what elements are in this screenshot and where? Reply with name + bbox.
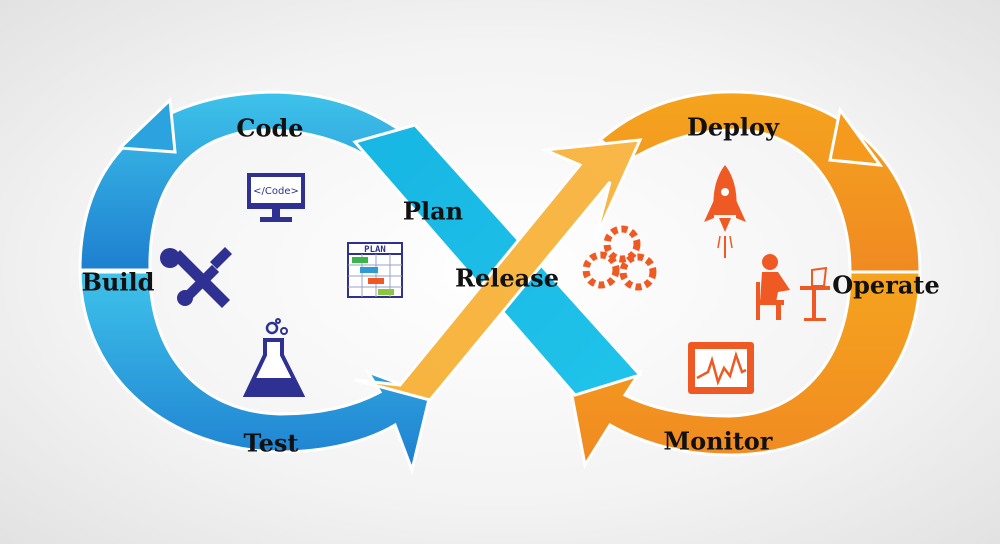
stage-label-monitor: Monitor [663,426,773,456]
right-loop [568,90,922,470]
gears-icon [582,225,657,291]
operator-desk-icon [756,254,830,321]
release-band [354,138,643,402]
stage-label-release: Release [455,263,559,293]
arc-test [78,270,432,476]
stage-label-build: Build [81,267,155,297]
plan-board-icon: PLAN [347,242,403,298]
code-monitor-icon: </Code> [247,173,305,222]
rocket-icon [704,165,746,258]
build-tools-icon [160,247,232,308]
test-flask-icon [242,318,306,397]
arc-monitor [568,270,922,470]
arc-operate-arrowhead [828,106,884,167]
stage-label-deploy: Deploy [687,112,779,142]
stage-label-operate: Operate [832,270,940,300]
stage-label-test: Test [243,428,299,458]
plan-board-text: PLAN [364,245,386,255]
stage-label-code: Code [236,113,304,143]
arc-build-arrowhead [116,96,177,154]
code-screen-text: </Code> [253,186,299,197]
stage-label-plan: Plan [402,196,464,226]
monitor-chart-icon [688,342,754,394]
